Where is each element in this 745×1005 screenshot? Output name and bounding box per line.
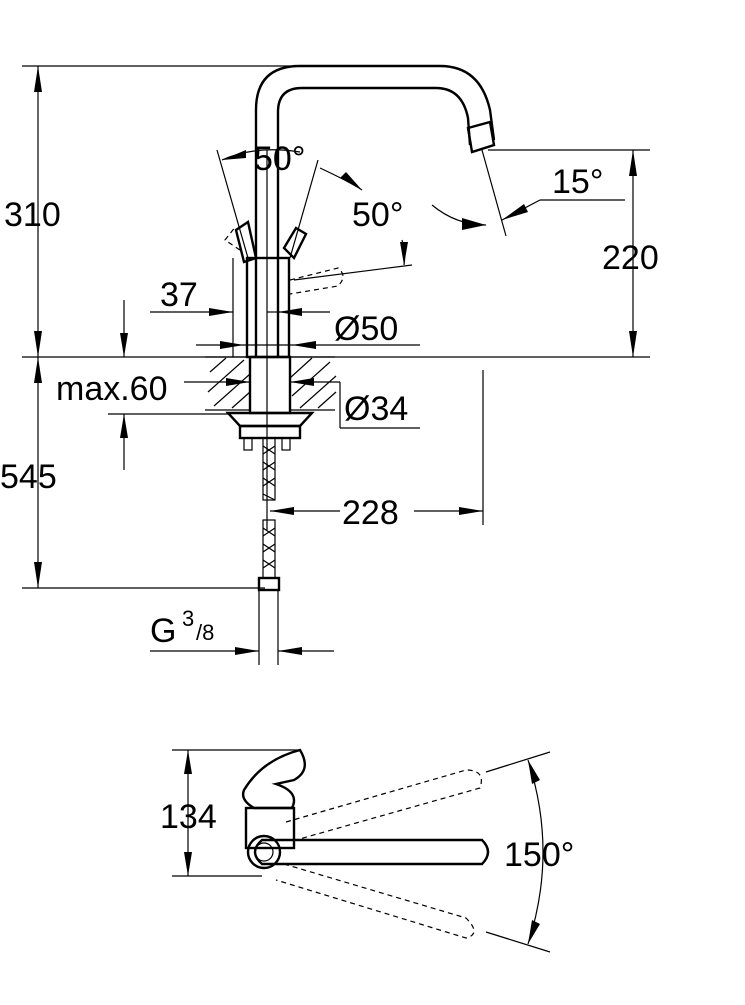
dim-overall-height: 310: [4, 196, 61, 234]
dim-deck-max: max.60: [56, 370, 168, 408]
dim-hole-diameter: Ø34: [344, 390, 408, 428]
dim-reach: 228: [342, 494, 399, 532]
side-view: [22, 64, 650, 665]
dim-lever-offset: 37: [160, 276, 198, 314]
dim-base-diameter: Ø50: [334, 310, 398, 348]
dim-swivel-angle: 150°: [504, 836, 574, 874]
dim-spout-angle: 15°: [552, 163, 603, 201]
dim-spout-height: 220: [602, 239, 659, 277]
dim-plan-depth: 134: [160, 798, 217, 836]
supply-hose: [257, 437, 281, 592]
dim-connection-thread: G 3 /8: [150, 606, 214, 650]
plan-view: [172, 748, 551, 953]
dim-connection-main: G: [150, 612, 176, 650]
dim-connection-den: /8: [196, 620, 214, 645]
dim-total-length: 545: [0, 458, 57, 496]
dim-lever-angle-back: 50°: [254, 140, 305, 178]
dim-connection-num: 3: [182, 606, 194, 631]
dim-lever-angle-front: 50°: [352, 196, 403, 234]
countertop-hatching: [205, 356, 337, 411]
